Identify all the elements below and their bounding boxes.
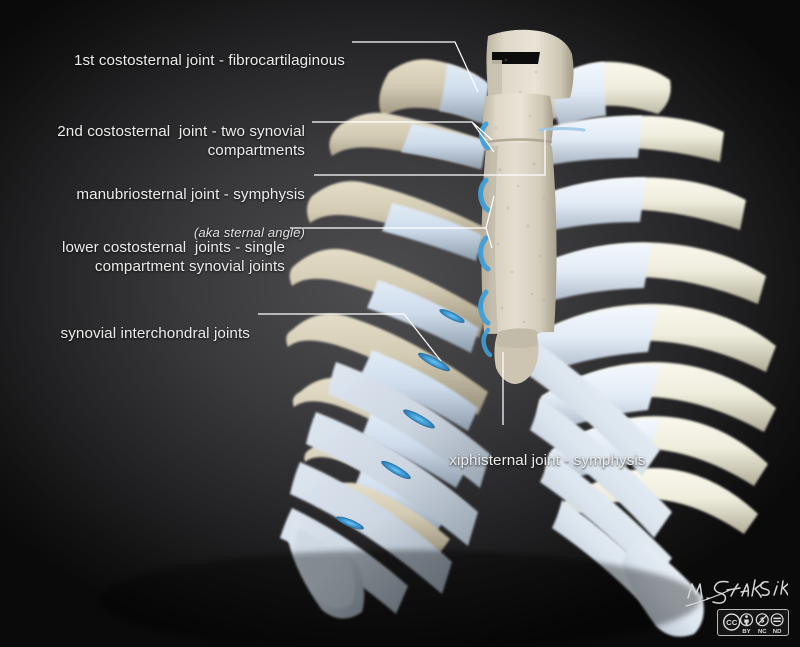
- nc-icon: $: [755, 613, 769, 627]
- leader-second-costosternal-b: [471, 121, 495, 153]
- bone-texture: [494, 58, 546, 324]
- label-text: 1st costosternal joint - fibrocartilagin…: [73, 51, 345, 69]
- leader-lower-costosternal-b: [485, 227, 493, 249]
- label-first-costosternal-joint: 1st costosternal joint - fibrocartilagin…: [25, 31, 345, 90]
- leader-first-costosternal: [352, 41, 479, 93]
- label-text: xiphisternal joint - symphysis: [449, 451, 646, 469]
- leader-synovial-interchondral: [258, 313, 442, 362]
- cc-icon: CC: [723, 613, 741, 631]
- artist-signature: M. Skalski: [685, 579, 788, 607]
- cc-term-nd: ND: [773, 629, 782, 635]
- leader-lower-costosternal-a: [290, 195, 495, 229]
- jugular-notch: [492, 52, 540, 64]
- label-xiphisternal-joint: xiphisternal joint - symphysis: [432, 431, 646, 490]
- label-manubriosternal-joint: manubriosternal joint - symphysis (aka s…: [34, 165, 305, 280]
- nd-icon: [770, 613, 784, 627]
- label-text: 2nd costosternal joint - two synovial co…: [57, 122, 305, 160]
- by-icon: [739, 613, 754, 627]
- label-text: lower costosternal joints - single compa…: [62, 238, 285, 276]
- label-text: synovial interchondral joints: [60, 324, 250, 342]
- leader-second-costosternal-a: [312, 121, 493, 141]
- label-synovial-interchondral-joints: synovial interchondral joints: [28, 304, 250, 363]
- label-text: manubriosternal joint - symphysis: [76, 185, 305, 203]
- creative-commons-badge[interactable]: CC $ BY NC ND: [717, 609, 789, 636]
- ambient-shadow: [100, 550, 700, 647]
- leader-manubriosternal: [314, 130, 546, 176]
- sternum-group: [481, 29, 574, 384]
- label-subtext: (aka sternal angle): [193, 224, 305, 240]
- cc-term-nc: NC: [758, 629, 767, 635]
- label-second-costosternal-joint: 2nd costosternal joint - two synovial co…: [15, 102, 305, 180]
- svg-text:CC: CC: [726, 618, 738, 627]
- synovial-joint-markings: [336, 121, 586, 530]
- cc-term-by: BY: [742, 629, 750, 635]
- label-lower-costosternal-joints: lower costosternal joints - single compa…: [8, 218, 285, 296]
